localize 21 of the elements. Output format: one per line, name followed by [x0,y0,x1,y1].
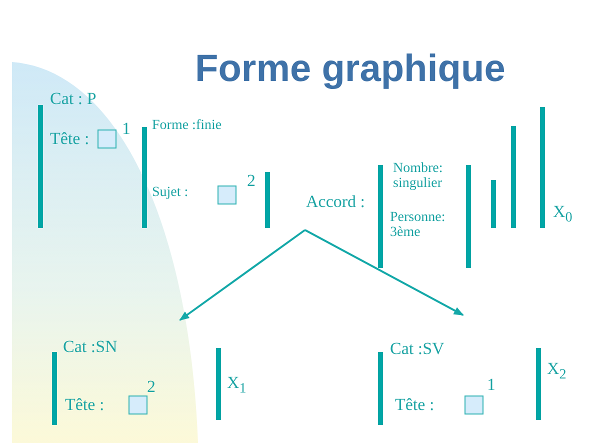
feature-label: Accord : [306,193,366,212]
coindex-number: 2 [247,172,256,191]
feature-label: Sujet : [152,185,190,200]
feature-label: Cat :SN [63,338,118,357]
feature-label: Cat :SV [390,340,444,359]
coindex-number: 1 [122,120,130,139]
coindex-number: 1 [487,376,496,395]
arrow [179,229,306,321]
feature-label: Tête : [50,130,90,149]
feature-label: Tête : [395,396,434,415]
title: Forme graphique [195,48,506,91]
structure-label: X$_{2}$ [547,360,566,383]
feature-value: Nombre: singulier [393,161,444,192]
structure-label: X$_{0}$ [553,203,572,226]
feature-value: Personne: 3ème [390,210,446,241]
structure-label: X$_{1}$ [227,374,246,397]
feature-label: Cat : P [50,90,96,109]
arrow [304,229,464,316]
feature-label: Tête : [65,396,104,415]
coindex-number: 2 [147,378,156,397]
feature-label: Forme :finie [152,118,223,134]
